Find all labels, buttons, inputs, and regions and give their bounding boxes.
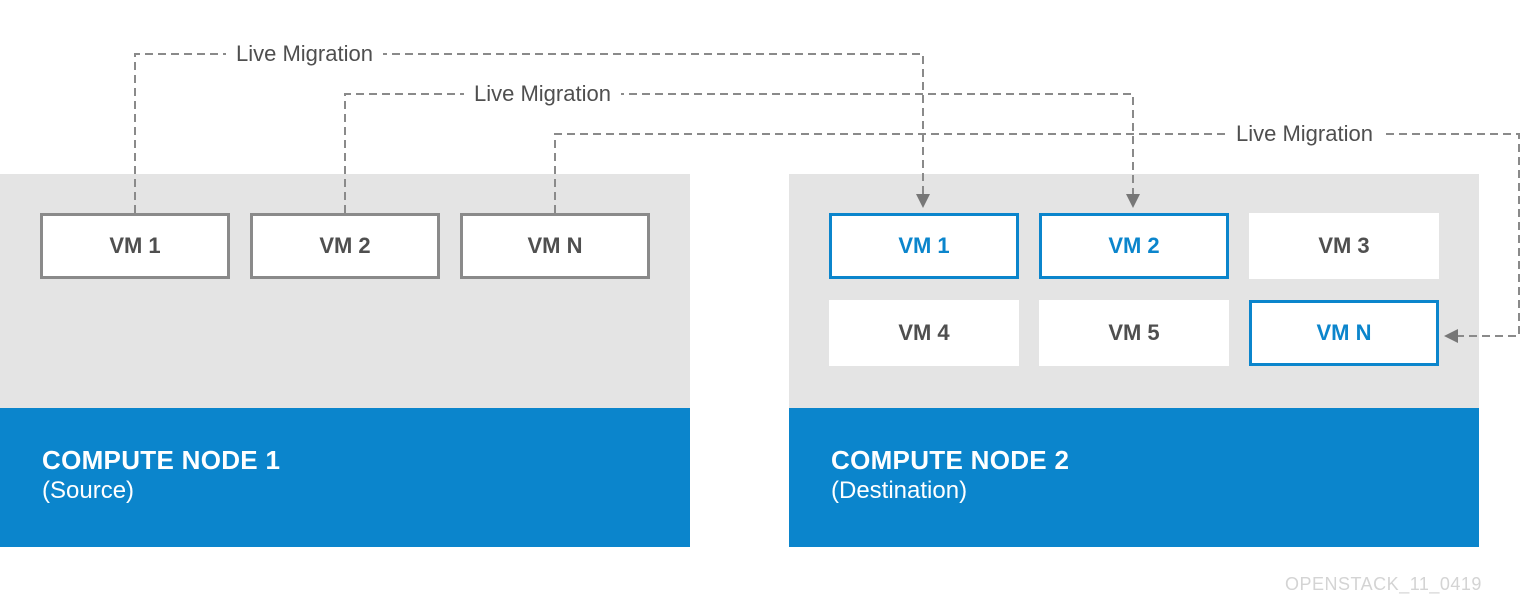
destination-node-subtitle: (Destination) [831,477,968,504]
destination-node-title: COMPUTE NODE 2 [831,445,1070,475]
arrowhead-vm1 [916,194,930,208]
destination-vm-3: VM 3 [1249,213,1439,279]
migration-path-vm2 [344,93,1134,213]
destination-vm-2: VM 2 [1039,213,1229,279]
source-node-footer: COMPUTE NODE 1 (Source) [0,408,690,547]
live-migration-label-3: Live Migration [1226,121,1383,147]
destination-vm-1: VM 1 [829,213,1019,279]
diagram-id-watermark: OPENSTACK_11_0419 [1285,574,1482,594]
migration-path-vm1 [134,53,924,213]
arrowhead-vm2 [1126,194,1140,208]
source-vm-n: VM N [460,213,650,279]
arrowhead-vmn [1444,329,1458,343]
destination-node-footer: COMPUTE NODE 2 (Destination) [789,408,1479,547]
destination-vm-5: VM 5 [1039,300,1229,366]
source-vm-2: VM 2 [250,213,440,279]
destination-vm-4: VM 4 [829,300,1019,366]
source-vm-1: VM 1 [40,213,230,279]
source-node-subtitle: (Source) [42,477,135,504]
live-migration-label-1: Live Migration [226,41,383,67]
destination-vm-n: VM N [1249,300,1439,366]
migration-path-vmn [554,133,1520,337]
source-node-title: COMPUTE NODE 1 [42,445,281,475]
live-migration-label-2: Live Migration [464,81,621,107]
